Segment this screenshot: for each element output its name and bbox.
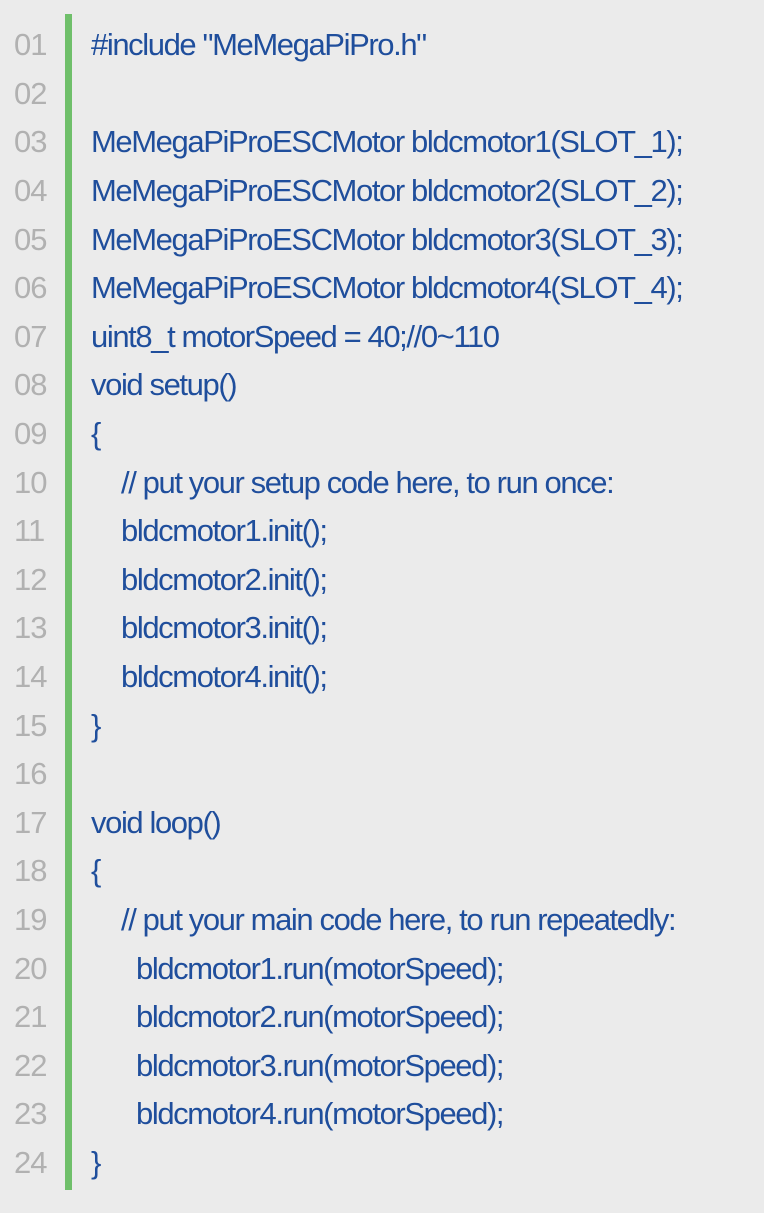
line-number: 04 <box>14 173 47 209</box>
code-text: bldcmotor3.run(motorSpeed); <box>136 1047 505 1083</box>
line-number: 15 <box>14 707 47 743</box>
code-line: 20 bldcmotor1.run(motorSpeed); <box>0 944 764 993</box>
line-number: 24 <box>14 1144 47 1180</box>
line-number: 23 <box>14 1096 47 1132</box>
code-text: bldcmotor4.run(motorSpeed); <box>136 1096 505 1132</box>
line-number: 21 <box>14 999 47 1035</box>
code-line: 14 bldcmotor4.init(); <box>0 653 764 702</box>
code-line: 13 bldcmotor3.init(); <box>0 604 764 653</box>
code-line: 22 bldcmotor3.run(motorSpeed); <box>0 1041 764 1090</box>
line-number: 13 <box>14 610 47 646</box>
line-number: 02 <box>14 75 47 111</box>
code-line: 12 bldcmotor2.init(); <box>0 556 764 605</box>
line-number: 09 <box>14 416 47 452</box>
code-line: 07 uint8_t motorSpeed = 40;//0~110 <box>0 313 764 362</box>
code-text: bldcmotor1.run(motorSpeed); <box>136 950 505 986</box>
code-text: uint8_t motorSpeed = 40;//0~110 <box>91 318 500 354</box>
line-number: 22 <box>14 1047 47 1083</box>
line-number: 08 <box>14 367 47 403</box>
code-text: } <box>91 707 101 743</box>
code-line: 10 // put your setup code here, to run on… <box>0 458 764 507</box>
code-line: 03 MeMegaPiProESCMotor bldcmotor1(SLOT_1)… <box>0 118 764 167</box>
line-number: 10 <box>14 464 47 500</box>
code-text: { <box>91 853 101 889</box>
line-number: 17 <box>14 804 47 840</box>
code-line: 21 bldcmotor2.run(motorSpeed); <box>0 993 764 1042</box>
code-text: bldcmotor1.init(); <box>121 513 328 549</box>
code-line: 15} <box>0 701 764 750</box>
line-number: 18 <box>14 853 47 889</box>
code-line: 24} <box>0 1139 764 1188</box>
code-text: bldcmotor2.run(motorSpeed); <box>136 999 505 1035</box>
code-text: #include "MeMegaPiPro.h" <box>91 27 427 63</box>
line-number: 19 <box>14 901 47 937</box>
code-line: 17 void loop() <box>0 799 764 848</box>
code-text: // put your main code here, to run repea… <box>121 901 677 937</box>
code-line: 11 bldcmotor1.init(); <box>0 507 764 556</box>
code-line: 05 MeMegaPiProESCMotor bldcmotor3(SLOT_3)… <box>0 215 764 264</box>
code-text: // put your setup code here, to run once… <box>121 464 615 500</box>
line-number: 20 <box>14 950 47 986</box>
code-text: void loop() <box>91 804 222 840</box>
line-number: 16 <box>14 756 47 792</box>
code-line: 04 MeMegaPiProESCMotor bldcmotor2(SLOT_2)… <box>0 167 764 216</box>
code-text: bldcmotor4.init(); <box>121 659 328 695</box>
code-line: 16 <box>0 750 764 799</box>
code-line: 19 // put your main code here, to run rep… <box>0 896 764 945</box>
gutter-accent-bar <box>65 14 72 1190</box>
line-number: 01 <box>14 27 47 63</box>
code-text: bldcmotor3.init(); <box>121 610 328 646</box>
code-text: MeMegaPiProESCMotor bldcmotor3(SLOT_3); <box>91 221 684 257</box>
code-text: bldcmotor2.init(); <box>121 561 328 597</box>
code-line: 23 bldcmotor4.run(motorSpeed); <box>0 1090 764 1139</box>
code-line: 09 { <box>0 410 764 459</box>
code-line: 18 { <box>0 847 764 896</box>
line-number: 03 <box>14 124 47 160</box>
code-line: 06 MeMegaPiProESCMotor bldcmotor4(SLOT_4)… <box>0 264 764 313</box>
code-line: 01 #include "MeMegaPiPro.h" <box>0 21 764 70</box>
code-line: 02 <box>0 70 764 119</box>
line-number: 11 <box>14 513 45 549</box>
code-text: MeMegaPiProESCMotor bldcmotor1(SLOT_1); <box>91 124 684 160</box>
code-text: } <box>91 1144 101 1180</box>
code-text: MeMegaPiProESCMotor bldcmotor4(SLOT_4); <box>91 270 684 306</box>
code-line: 08 void setup() <box>0 361 764 410</box>
code-text: { <box>91 416 101 452</box>
code-text: void setup() <box>91 367 238 403</box>
line-number: 05 <box>14 221 47 257</box>
line-number: 06 <box>14 270 47 306</box>
code-text: MeMegaPiProESCMotor bldcmotor2(SLOT_2); <box>91 173 684 209</box>
line-number: 12 <box>14 561 47 597</box>
line-number: 07 <box>14 318 47 354</box>
line-number: 14 <box>14 659 47 695</box>
